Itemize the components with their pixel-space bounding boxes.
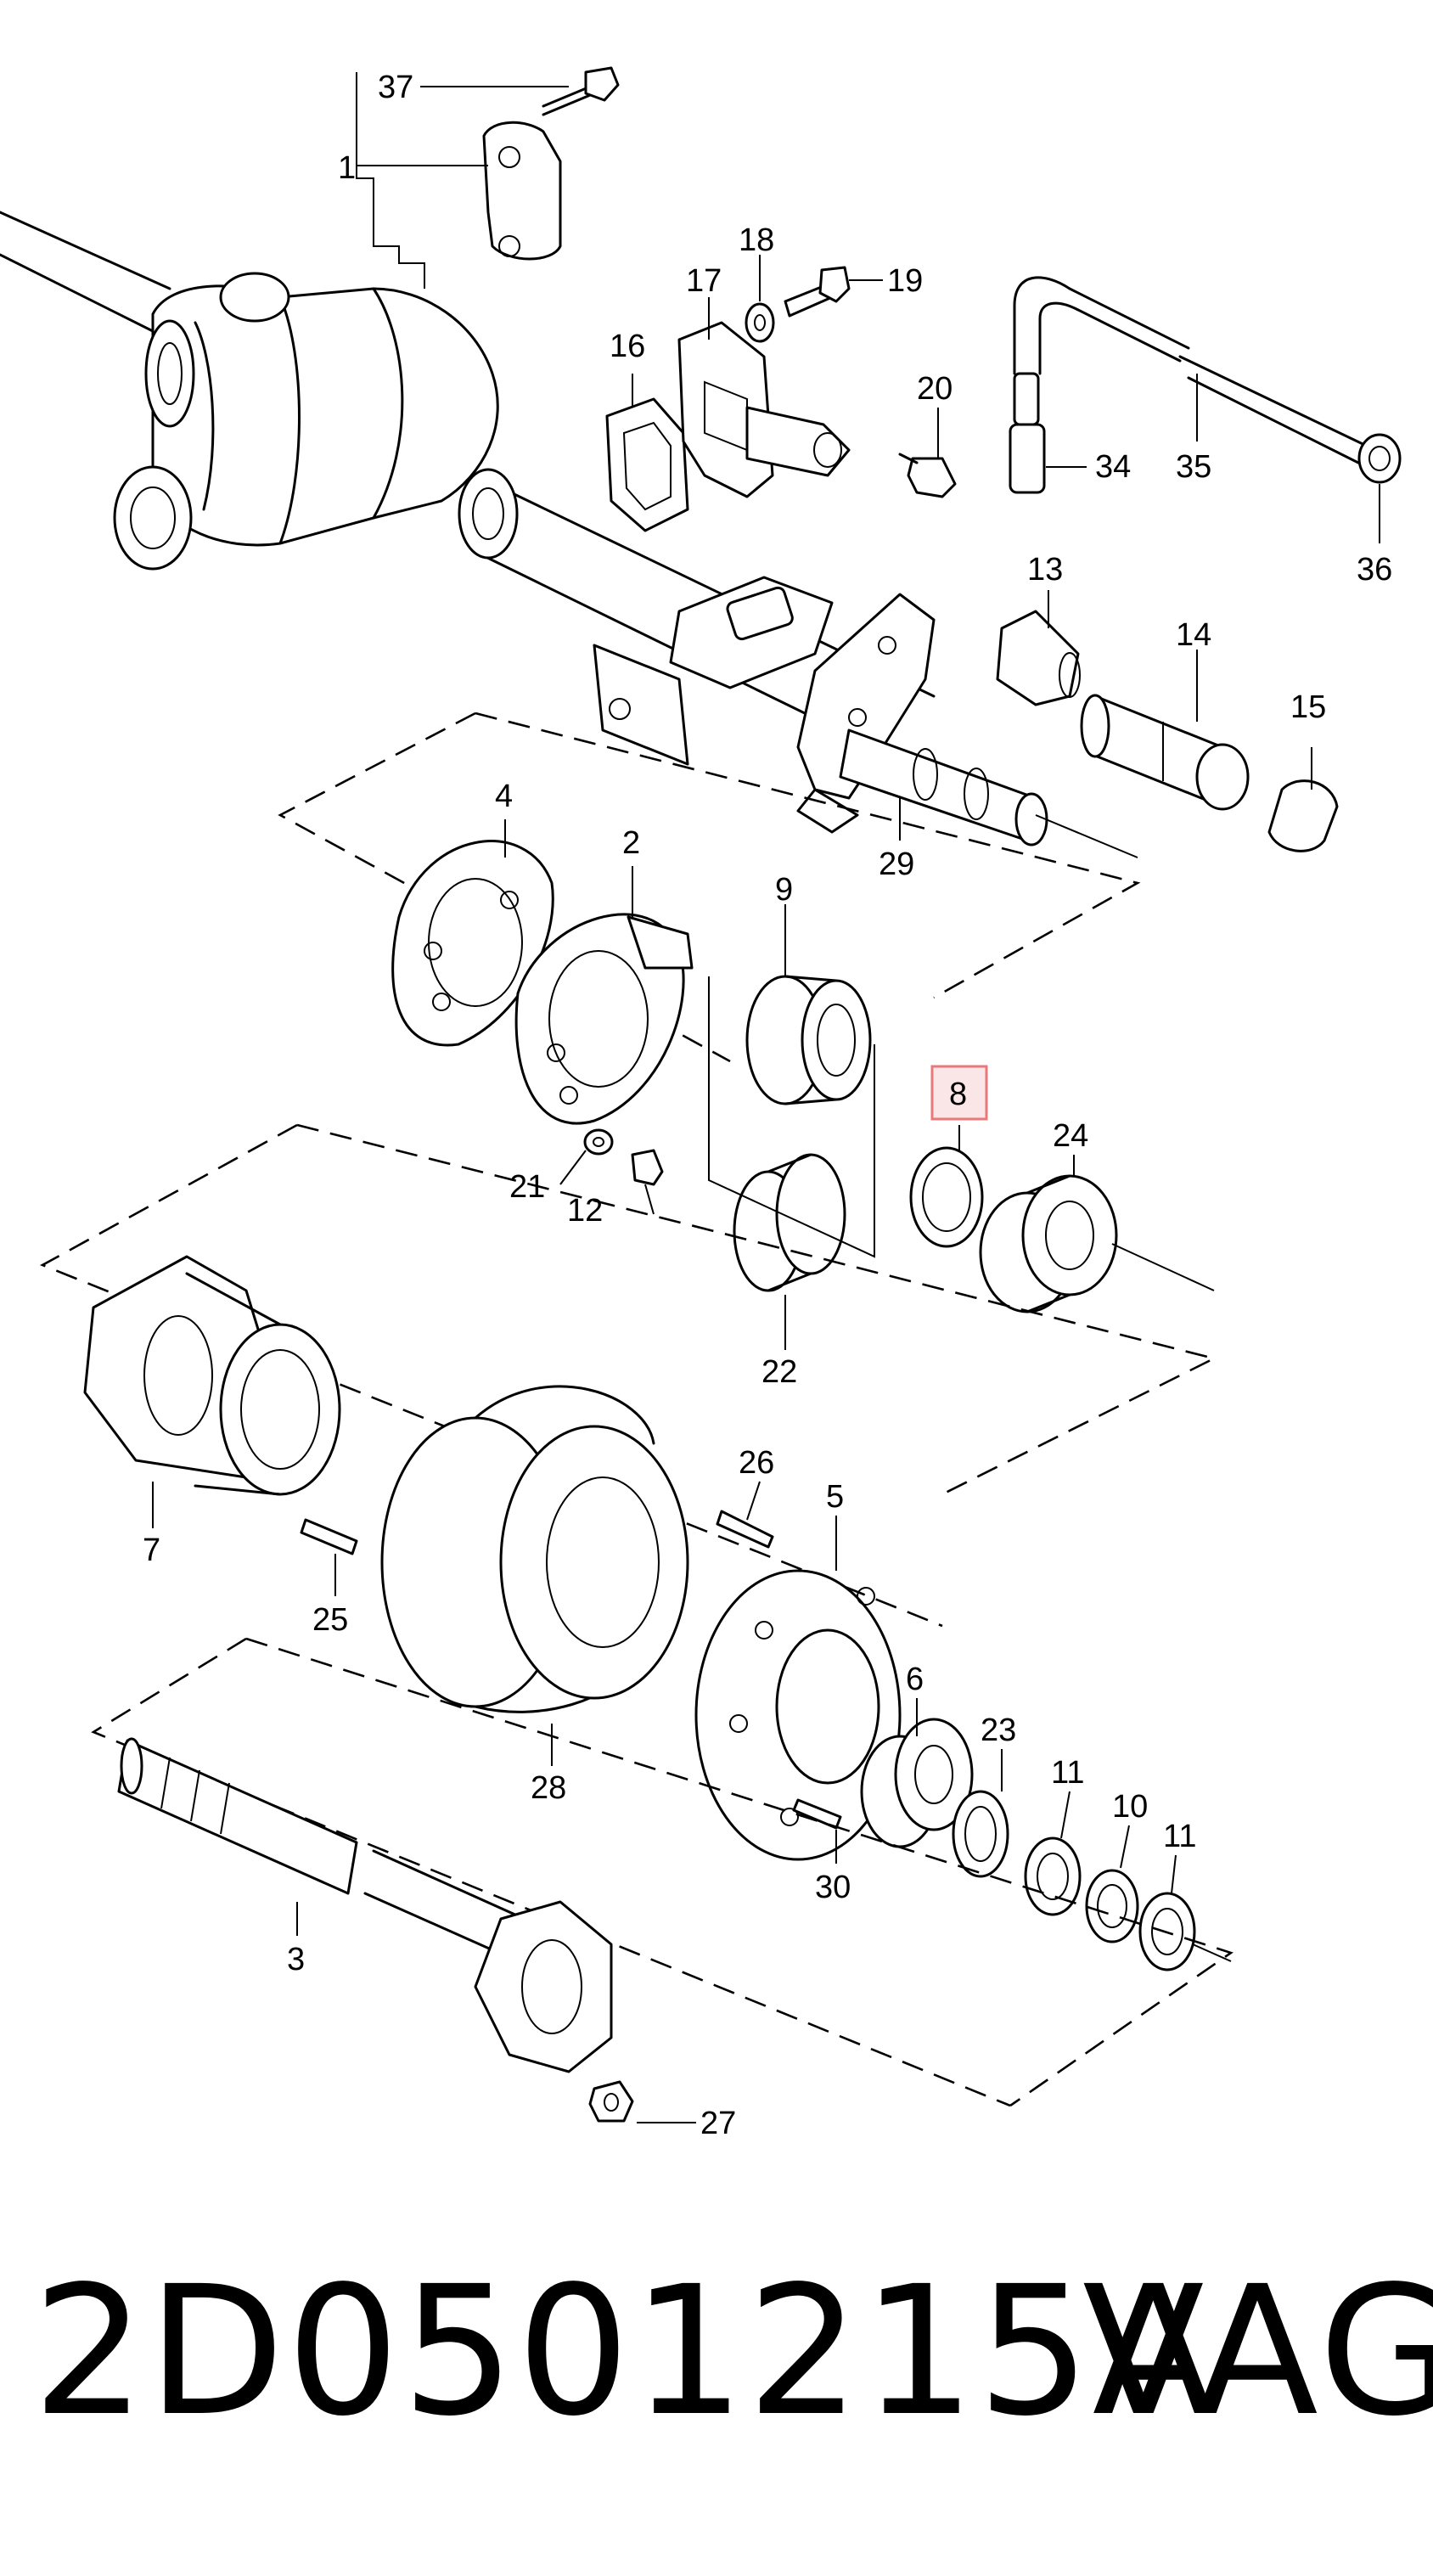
part-number: 2D0501215A (32, 2247, 1217, 2455)
callout-16: 16 (610, 329, 645, 364)
callout-12: 12 (567, 1193, 603, 1229)
callout-23: 23 (981, 1713, 1016, 1748)
maker-name: VAG (1082, 2247, 1433, 2455)
callout-11-a: 11 (1051, 1755, 1084, 1791)
callout-24: 24 (1053, 1118, 1088, 1154)
callout-2: 2 (622, 825, 640, 861)
callout-15: 15 (1290, 689, 1326, 725)
top-small-parts (482, 66, 1402, 852)
callout-17: 17 (686, 263, 722, 299)
callout-29: 29 (879, 846, 914, 882)
callout-11-b: 11 (1163, 1819, 1196, 1854)
callout-3: 3 (287, 1942, 305, 1977)
callout-4: 4 (495, 779, 513, 814)
exploded-parts-diagram: 37 1 18 19 17 16 20 34 35 36 13 14 15 4 … (0, 66, 1402, 2141)
callout-numbers: 37 1 18 19 17 16 20 34 35 36 13 14 15 4 … (143, 70, 1392, 2141)
callout-26: 26 (739, 1445, 774, 1481)
callout-30: 30 (815, 1870, 851, 1905)
callout-1: 1 (338, 150, 356, 186)
callout-21: 21 (509, 1169, 545, 1205)
callout-13: 13 (1027, 552, 1063, 588)
highlight-box (930, 1065, 988, 1121)
callout-34: 34 (1095, 449, 1131, 485)
callout-7: 7 (143, 1533, 160, 1568)
callout-19: 19 (887, 263, 923, 299)
brake-bearing-group (278, 711, 1215, 1313)
callout-18: 18 (739, 222, 774, 258)
callout-25: 25 (312, 1602, 348, 1638)
callout-20: 20 (917, 371, 953, 407)
callout-8: 8 (949, 1077, 967, 1112)
callout-22: 22 (761, 1354, 797, 1390)
callout-10: 10 (1112, 1789, 1148, 1825)
callout-9: 9 (775, 872, 793, 908)
callout-14: 14 (1176, 617, 1211, 653)
callout-27: 27 (700, 2106, 736, 2141)
callout-6: 6 (906, 1662, 924, 1697)
axle-housing (0, 211, 1138, 858)
leader-lines (152, 72, 1380, 2123)
hub-drum-group (39, 1123, 1234, 2123)
callout-36: 36 (1357, 552, 1392, 588)
callout-37: 37 (378, 70, 413, 105)
callout-35: 35 (1176, 449, 1211, 485)
callout-5: 5 (826, 1479, 844, 1515)
callout-28: 28 (531, 1770, 566, 1806)
